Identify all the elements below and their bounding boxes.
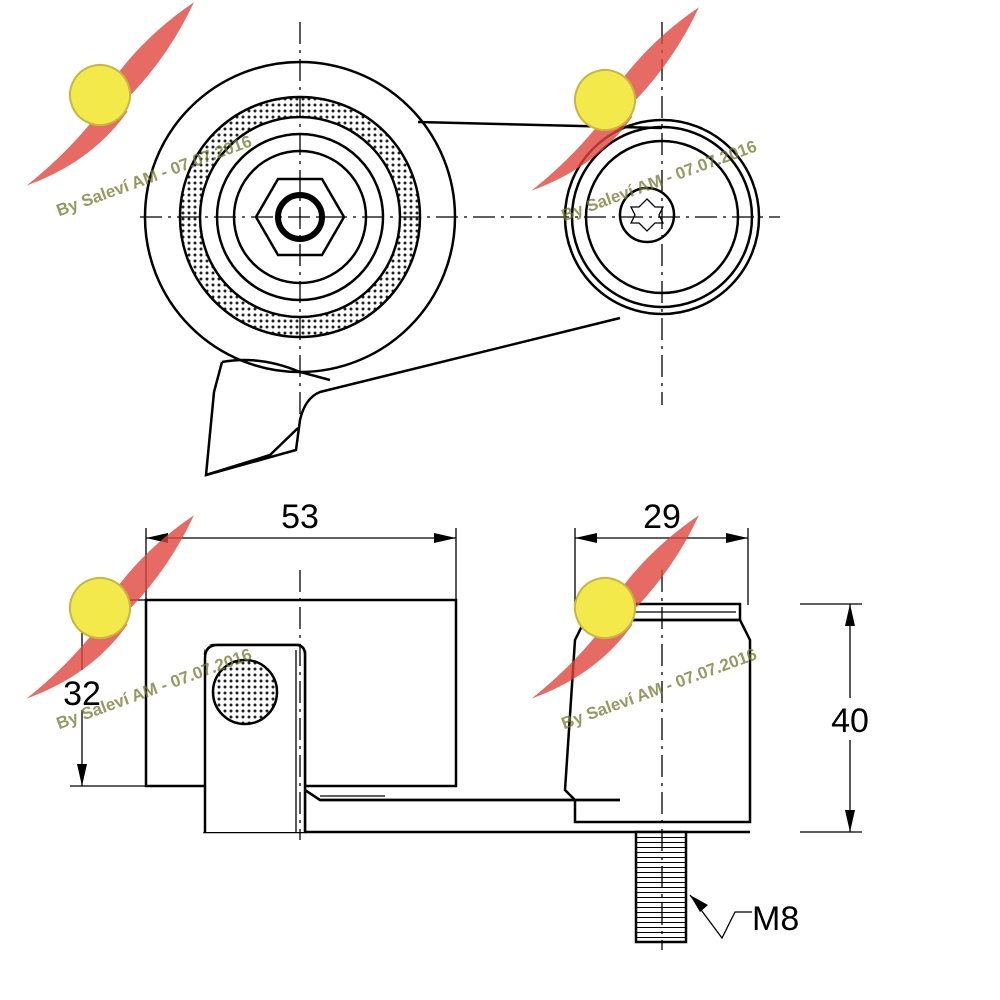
dimension-label-29: 29 <box>643 498 681 536</box>
side-view <box>144 570 752 950</box>
m8-threaded-stud <box>634 830 688 944</box>
roller-bolt-head <box>618 186 676 244</box>
pivot-pin <box>211 658 279 726</box>
dimension-label-40: 40 <box>831 702 869 740</box>
thread-callout: M8 <box>689 894 799 940</box>
dimension-53: 53 <box>145 498 457 600</box>
arm-tip <box>205 427 299 477</box>
dimension-40: 40 <box>800 603 878 833</box>
logo-badge <box>69 64 131 126</box>
dimension-29: 29 <box>574 498 749 605</box>
logo-badge <box>69 577 131 639</box>
torx-socket <box>629 198 665 232</box>
dimension-label-32: 32 <box>63 675 101 713</box>
dimension-label-53: 53 <box>281 498 319 536</box>
bracket-outline <box>203 643 307 832</box>
logo-badge <box>574 577 636 639</box>
watermark-logo: By Saleví AM - 07.07.2016 <box>531 515 759 733</box>
thread-label-m8: M8 <box>752 900 799 938</box>
top-view <box>140 22 780 477</box>
roller-side-body <box>563 618 752 824</box>
watermark-logo: By Saleví AM - 07.07.2016 <box>531 7 759 225</box>
logo-badge <box>574 69 636 131</box>
